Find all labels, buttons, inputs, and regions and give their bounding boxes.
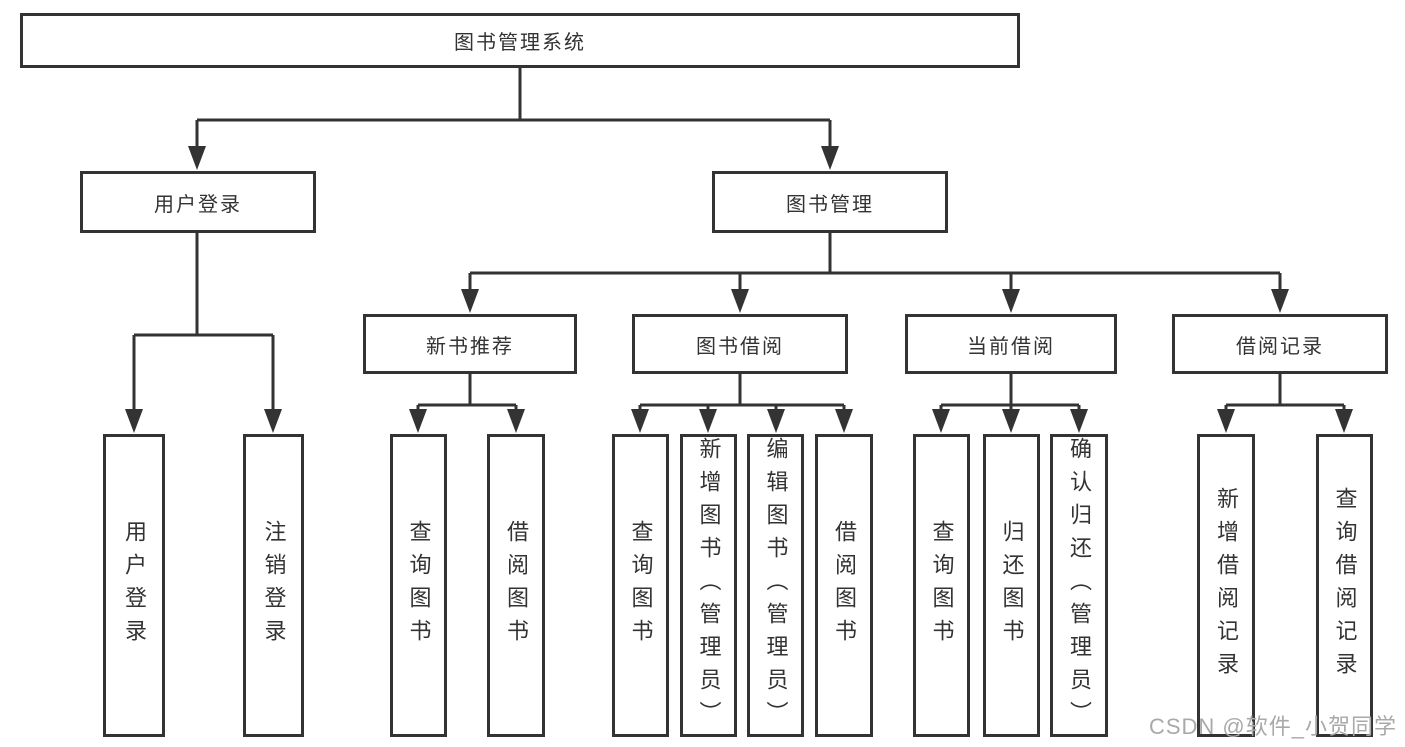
node-book-borrowing-label: 图书借阅 [696, 335, 784, 358]
leaf-user-login: 用户登录 [103, 434, 165, 737]
node-new-book-recommend-label: 新书推荐 [426, 335, 514, 358]
node-current-borrowing-label: 当前借阅 [967, 335, 1055, 358]
leaf-add-borrow-record-label: 新增借阅记录 [1214, 486, 1239, 685]
leaf-query-borrow-record-label: 查询借阅记录 [1332, 486, 1358, 685]
node-user-login-label: 用户登录 [154, 193, 242, 216]
leaf-query-books-current-label: 查询图书 [929, 519, 955, 652]
node-new-book-recommend: 新书推荐 [363, 314, 577, 374]
leaf-add-books-admin: 新增图书（管理员） [680, 434, 737, 737]
node-borrow-records: 借阅记录 [1172, 314, 1388, 374]
leaf-query-books-current: 查询图书 [913, 434, 970, 737]
leaf-borrow-books-newbook: 借阅图书 [487, 434, 545, 737]
leaf-edit-books-admin-label: 编辑图书（管理员） [763, 437, 789, 734]
node-book-management: 图书管理 [712, 171, 948, 233]
node-book-management-label: 图书管理 [786, 193, 874, 216]
leaf-query-books-borrowing-label: 查询图书 [628, 519, 654, 652]
leaf-confirm-return-admin: 确认归还（管理员） [1050, 434, 1108, 737]
leaf-logout-label: 注销登录 [261, 519, 287, 652]
leaf-borrow-books-borrowing: 借阅图书 [815, 434, 873, 737]
leaf-query-books-newbook: 查询图书 [390, 434, 447, 737]
leaf-return-books: 归还图书 [983, 434, 1040, 737]
leaf-query-books-newbook-label: 查询图书 [406, 519, 432, 652]
node-user-login: 用户登录 [80, 171, 316, 233]
watermark: CSDN @软件_小贺同学 [1148, 714, 1397, 739]
leaf-add-borrow-record: 新增借阅记录 [1197, 434, 1255, 737]
node-current-borrowing: 当前借阅 [905, 314, 1117, 374]
leaf-edit-books-admin: 编辑图书（管理员） [747, 434, 804, 737]
node-book-borrowing: 图书借阅 [632, 314, 848, 374]
leaf-borrow-books-borrowing-label: 借阅图书 [832, 519, 857, 652]
node-root: 图书管理系统 [20, 13, 1020, 68]
leaf-add-books-admin-label: 新增图书（管理员） [696, 437, 722, 734]
node-root-label: 图书管理系统 [454, 32, 586, 54]
leaf-confirm-return-admin-label: 确认归还（管理员） [1067, 437, 1092, 734]
leaf-user-login-label: 用户登录 [122, 519, 147, 652]
leaf-query-books-borrowing: 查询图书 [612, 434, 669, 737]
node-borrow-records-label: 借阅记录 [1236, 335, 1324, 358]
leaf-borrow-books-newbook-label: 借阅图书 [504, 519, 529, 652]
leaf-logout: 注销登录 [243, 434, 304, 737]
leaf-query-borrow-record: 查询借阅记录 [1316, 434, 1373, 737]
leaf-return-books-label: 归还图书 [999, 519, 1025, 652]
